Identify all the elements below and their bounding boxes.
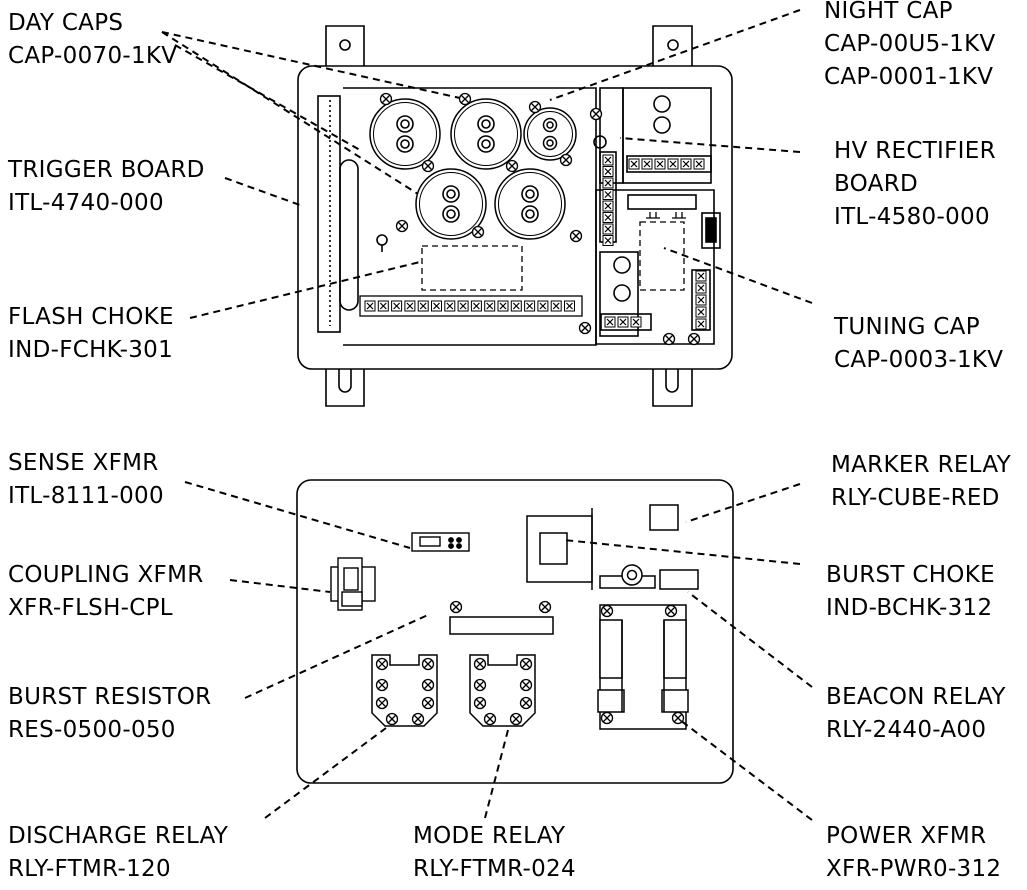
terminal-screw <box>602 177 614 189</box>
terminal-screw <box>364 300 376 312</box>
terminal-screw <box>617 316 629 328</box>
terminal-screw <box>695 318 707 330</box>
terminal-screw <box>430 300 443 312</box>
terminal-screw <box>654 158 666 170</box>
terminal-screw <box>695 306 707 318</box>
terminal-screw <box>484 300 496 312</box>
terminal-screw <box>680 158 692 170</box>
terminal-screw <box>444 300 456 312</box>
terminal-screw <box>693 158 705 170</box>
terminal-screw <box>404 300 416 312</box>
terminal-screw <box>602 211 614 224</box>
terminal-screw <box>563 300 576 312</box>
terminal-screw <box>628 158 640 170</box>
leader-lines <box>161 9 813 821</box>
terminal-screw <box>510 300 522 312</box>
terminal-screw <box>602 223 614 235</box>
terminal-screw <box>417 300 429 312</box>
terminal-screw <box>604 316 616 328</box>
terminal-screw <box>523 300 536 312</box>
terminal-screw <box>667 158 679 170</box>
terminal-screw <box>695 270 707 282</box>
terminal-screw <box>457 300 469 312</box>
terminal-screw <box>537 300 549 312</box>
terminal-screw <box>602 188 614 201</box>
terminal-screw <box>641 158 653 170</box>
terminal-screw <box>497 300 509 312</box>
terminal-screw <box>470 300 482 312</box>
terminal-screw <box>377 300 389 312</box>
terminal-screw <box>630 316 642 328</box>
terminal-screw <box>695 294 707 306</box>
terminal-screw <box>602 165 614 178</box>
terminal-screw <box>602 234 614 247</box>
terminal-screw <box>391 300 403 312</box>
terminal-screw <box>550 300 562 312</box>
terminal-screw <box>602 200 614 212</box>
terminal-screw <box>602 154 614 166</box>
terminal-screw <box>695 282 707 294</box>
